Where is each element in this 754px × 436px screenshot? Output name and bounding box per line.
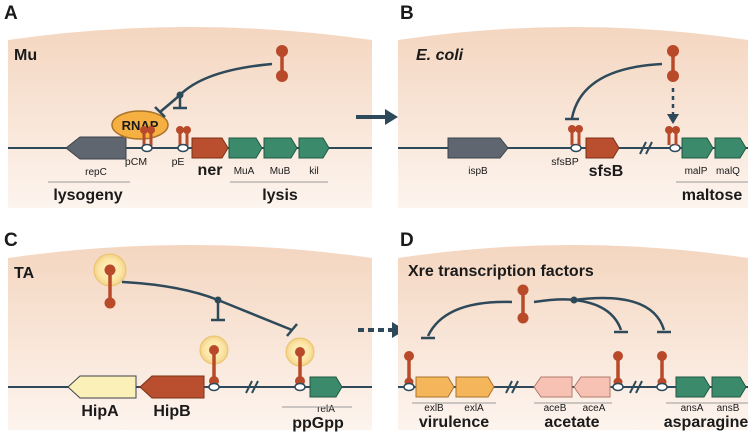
promoter-virulence (403, 382, 415, 392)
promoter-asparagine (656, 382, 668, 392)
promoter-rela (294, 382, 306, 392)
gene-label-aceb: aceB (544, 403, 567, 414)
gene-ansb (711, 376, 747, 398)
gene-ispb (447, 137, 509, 159)
gene-rela (309, 376, 343, 398)
inhibition-node-d (570, 296, 578, 304)
activation-arrowhead-b (667, 114, 679, 124)
repressor-free-a (276, 45, 288, 82)
panel-d: D Xre transcription factors exlB exlA vi… (398, 230, 748, 431)
gene-malp (681, 137, 714, 159)
gene-label-hipa: HipA (81, 403, 119, 420)
gene-label-exlb: exlB (424, 403, 444, 414)
gene-aceb (533, 376, 573, 398)
promoter-hipb (208, 382, 220, 392)
gene-malq (714, 137, 747, 159)
panel-d-letter: D (400, 230, 414, 251)
group-label-maltose: maltose (682, 187, 743, 204)
gene-kil (298, 137, 330, 159)
panel-b: B E. coli ispB sfsBP sfsB (398, 3, 748, 208)
group-label-virulence: virulence (419, 414, 489, 431)
gene-label-mua: MuA (234, 166, 255, 177)
inhibition-node-c (214, 296, 222, 304)
gene-label-exla: exlA (464, 403, 484, 414)
gene-sfsb (585, 137, 620, 159)
gene-label-rela: relA (317, 404, 335, 415)
inhibition-node-a (176, 91, 184, 99)
gene-label-malp: malP (685, 166, 708, 177)
repressor-pcm (140, 126, 155, 146)
panel-a-title: Mu (14, 47, 37, 64)
repressor-sfsbp (568, 125, 583, 145)
inhibition-arc-asparagine (573, 296, 666, 331)
dna-break-c (245, 380, 259, 394)
inhibition-arc-virulence (426, 300, 513, 337)
promoter-pcm (141, 143, 153, 153)
promoter-pe (177, 143, 189, 153)
gene-label-ansb: ansB (717, 403, 740, 414)
gene-label-acea: aceA (583, 403, 606, 414)
group-label-lysogeny: lysogeny (53, 187, 122, 204)
panel-a: A Mu repC RNAP pCM pE ner (4, 3, 372, 208)
gene-mub (263, 137, 298, 159)
gene-label-sfsb: sfsB (589, 163, 624, 180)
gene-label-repc: repC (85, 167, 107, 178)
promoter-acetate (612, 382, 624, 392)
gene-hipb (139, 375, 205, 399)
gene-label-kil: kil (309, 166, 318, 177)
gene-ner (191, 137, 229, 159)
panel-b-title: E. coli (416, 47, 464, 64)
inhibition-arc-b (570, 62, 663, 119)
gene-hipa (67, 375, 137, 399)
dna-break-b (639, 141, 653, 155)
gene-label-ner: ner (198, 162, 223, 179)
panel-d-title: Xre transcription factors (408, 263, 594, 280)
group-label-asparagine: asparagine (664, 414, 749, 431)
inhibition-bar-rela (286, 323, 298, 337)
repressor-free-b (667, 45, 679, 82)
gene-ansa (675, 376, 711, 398)
repressor-free-c (104, 264, 116, 309)
gene-label-hipb: HipB (153, 403, 190, 420)
inhibition-bar-rnap (154, 106, 166, 118)
group-label-ppgpp: ppGpp (292, 415, 344, 432)
repressor-free-d (517, 284, 529, 324)
promoter-label-pe: pE (172, 156, 185, 168)
gene-repc (65, 136, 127, 160)
gene-mua (228, 137, 263, 159)
panel-c-letter: C (4, 230, 18, 251)
gene-label-mub: MuB (270, 166, 291, 177)
gene-label-ansa: ansA (681, 403, 704, 414)
promoter-sfsbp (570, 143, 582, 153)
promoter-malp (669, 143, 681, 153)
group-label-acetate: acetate (544, 414, 599, 431)
gene-exla (455, 376, 495, 398)
gene-acea (573, 376, 611, 398)
dna-break-d1 (505, 380, 519, 394)
repressor-malp (665, 126, 680, 145)
panel-b-letter: B (400, 3, 414, 24)
panel-c: C TA HipA HipB relA (4, 230, 372, 432)
panel-a-background (8, 27, 372, 208)
promoter-label-pcm: pCM (125, 156, 147, 168)
panel-c-title: TA (14, 265, 35, 282)
panel-a-letter: A (4, 3, 18, 24)
arrow-a-to-b (356, 109, 398, 125)
gene-label-ispb: ispB (468, 166, 488, 177)
inhibition-arc-a (179, 62, 273, 96)
promoter-label-sfsbp: sfsBP (551, 156, 578, 168)
group-label-lysis: lysis (262, 187, 298, 204)
gene-exlb (415, 376, 455, 398)
gene-label-malq: malQ (716, 166, 740, 177)
dna-break-d2 (629, 380, 643, 394)
repressor-pe (176, 126, 191, 146)
